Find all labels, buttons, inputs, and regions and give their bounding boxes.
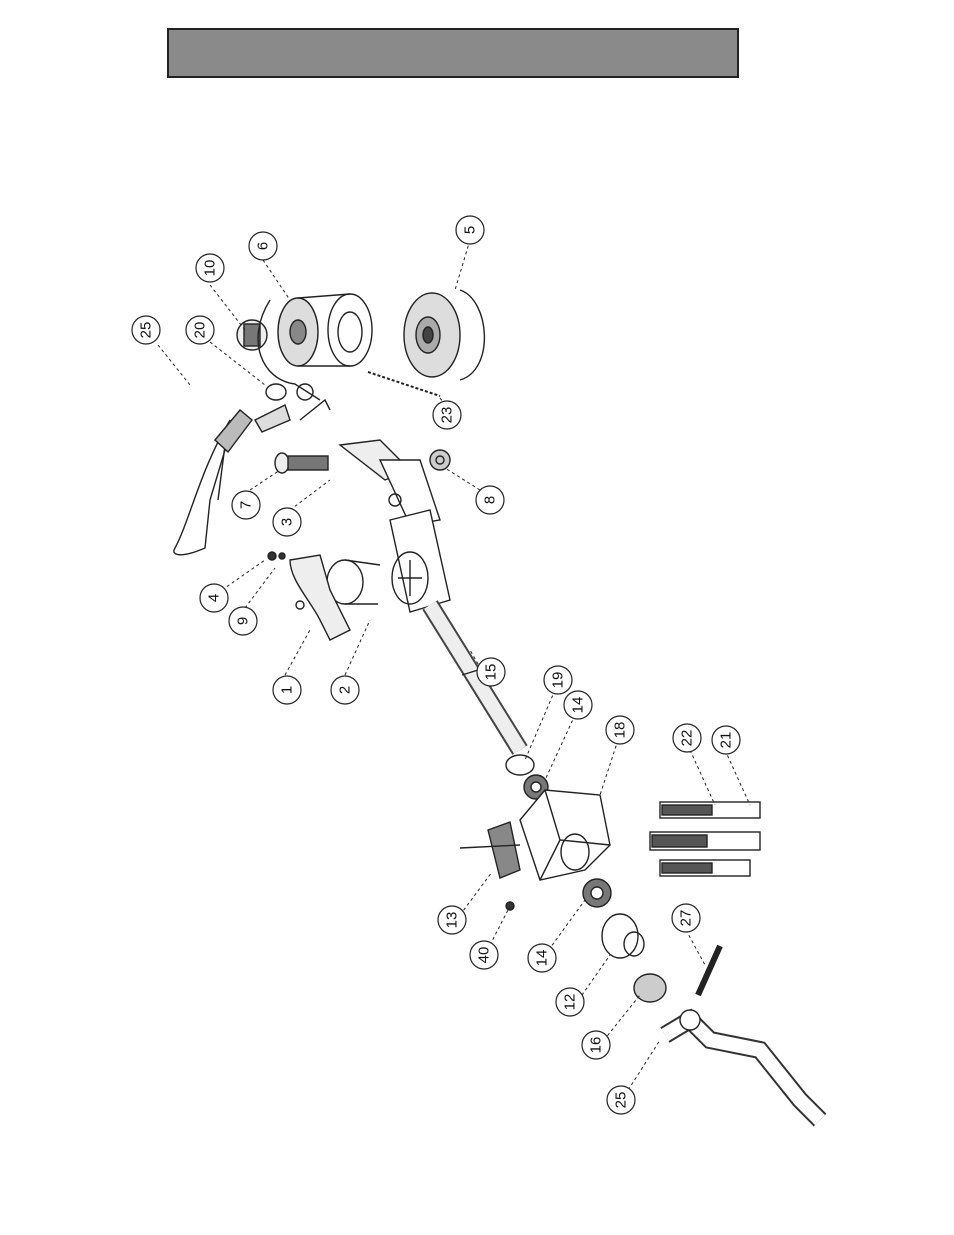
part-13-plate <box>460 822 520 878</box>
callout-12: 12 <box>562 994 579 1011</box>
part-20-spacer <box>266 384 286 400</box>
callout-15: 15 <box>483 664 500 681</box>
callout-40: 40 <box>476 947 493 964</box>
part-4-screw <box>268 552 276 560</box>
part-7-bolt <box>275 453 328 473</box>
callout-5: 5 <box>462 226 479 234</box>
main-housing <box>390 510 450 612</box>
part-10-gear <box>237 320 267 350</box>
callout-27: 27 <box>678 910 695 927</box>
callout-25-bottom: 25 <box>613 1092 630 1109</box>
part-25-crank <box>665 1010 820 1120</box>
callout-10: 10 <box>202 260 219 277</box>
callout-7: 7 <box>238 501 255 509</box>
callout-22: 22 <box>679 730 696 747</box>
callout-6: 6 <box>255 242 272 250</box>
callout-19: 19 <box>550 672 567 689</box>
callout-21: 21 <box>718 732 735 749</box>
part-8-nut <box>430 450 450 470</box>
part-27-pin <box>698 946 720 995</box>
part-12-bushing <box>602 914 644 958</box>
part-21-22-bolts <box>650 802 760 876</box>
part-18-block <box>520 790 610 880</box>
part-40-screw <box>506 902 514 910</box>
part-1-cover <box>290 555 350 640</box>
part-2-sleeve <box>327 560 380 604</box>
callout-14-bottom: 14 <box>534 950 551 967</box>
callout-9: 9 <box>235 617 252 625</box>
part-16-nut <box>634 974 666 1002</box>
callout-18: 18 <box>612 722 629 739</box>
callout-4: 4 <box>206 594 223 602</box>
callout-2: 2 <box>337 686 354 694</box>
part-15-shaft <box>430 605 520 750</box>
part-19-washer <box>506 755 534 775</box>
callout-3: 3 <box>279 518 296 526</box>
callout-8: 8 <box>482 496 499 504</box>
part-5-pulley <box>404 290 484 380</box>
callout-20: 20 <box>192 322 209 339</box>
callout-13: 13 <box>444 912 461 929</box>
callout-14-top: 14 <box>570 697 587 714</box>
part-9-screw <box>279 553 285 559</box>
callout-23: 23 <box>439 407 456 424</box>
part-handle-clip <box>215 400 330 452</box>
callout-25-top: 25 <box>138 322 155 339</box>
callout-16: 16 <box>588 1037 605 1054</box>
callout-1: 1 <box>279 686 296 694</box>
